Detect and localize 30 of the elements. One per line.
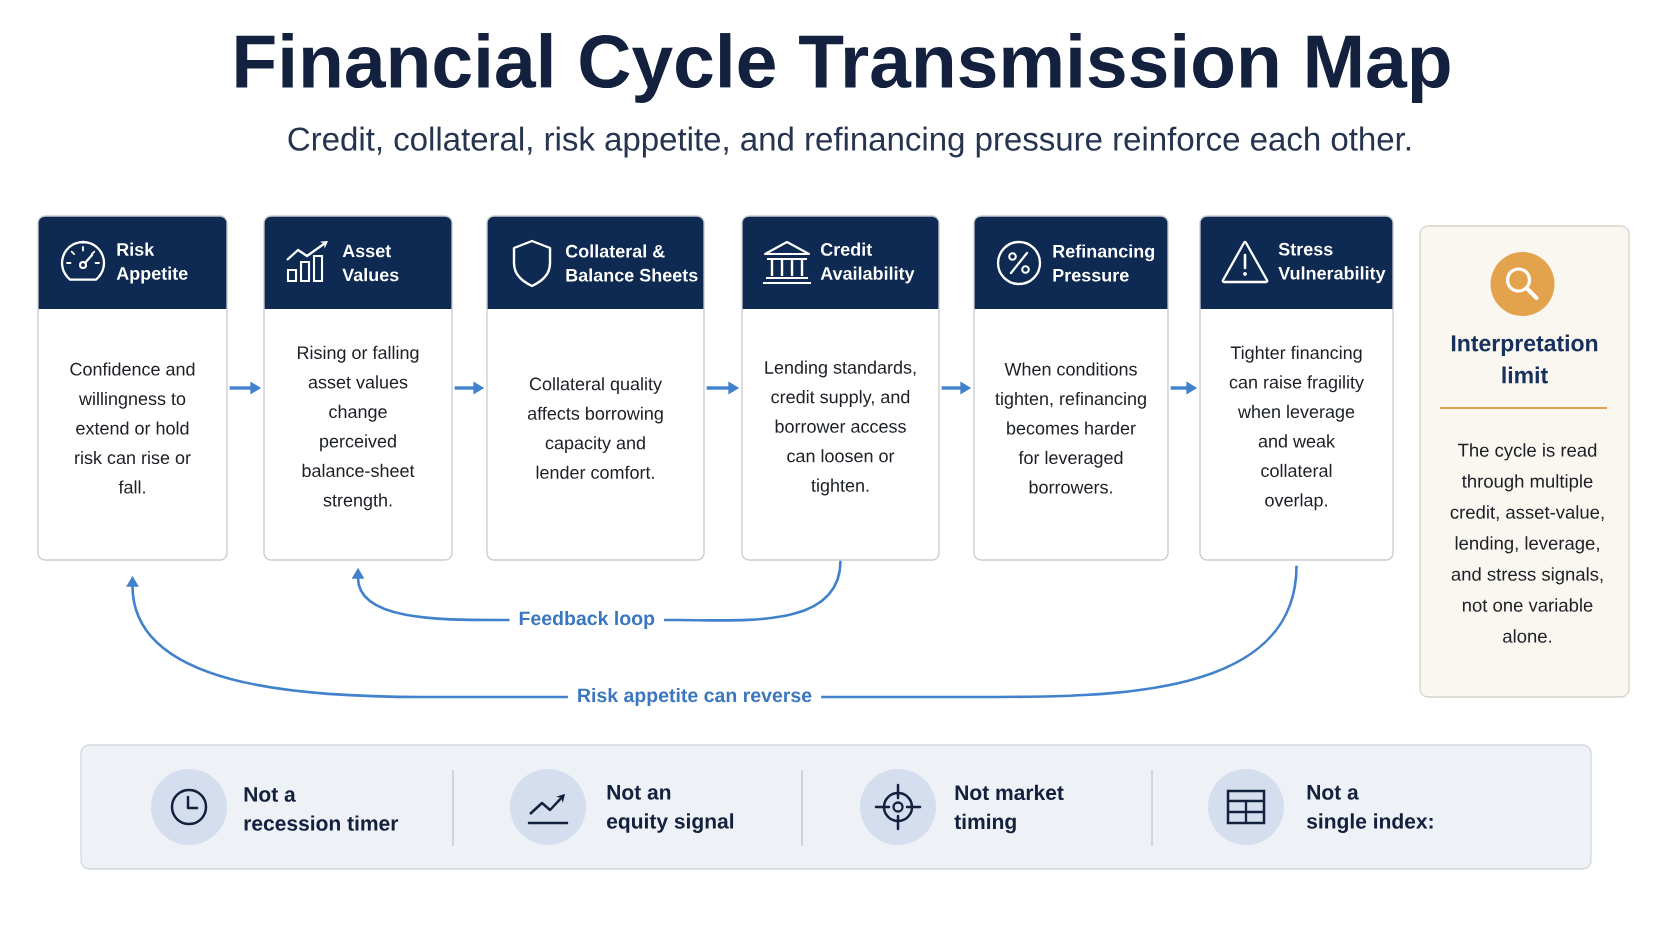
subtitle: Credit, collateral, risk appetite, and refinancing pressure reinforce each other.: [288, 126, 1410, 158]
panel-heading: Interpretation limit: [1451, 334, 1598, 384]
edge-label: Risk appetite can reverse: [567, 683, 822, 711]
card-text: Rising or falling asset values change perceived balance-sheet strength.: [297, 345, 419, 511]
card-text: Confidence and willingness to extend or hold risk can rise or fall.: [70, 362, 195, 494]
card-text: Collateral quality affects borrowing capacity and lender comfort.: [527, 377, 663, 479]
info-card: [486, 215, 705, 561]
note-text: Not a single index:: [1306, 785, 1433, 833]
info-card: [973, 215, 1169, 561]
info-card: [37, 215, 228, 561]
card-text: Tighter financing can raise fragility when leverage and weak collateral overlap.: [1229, 345, 1364, 511]
card-heading: Refinancing Pressure: [1053, 244, 1154, 282]
card-heading: Credit Availability: [820, 242, 915, 284]
note-text: Not an equity signal: [607, 785, 734, 833]
title: Financial Cycle Transmission Map: [236, 33, 1450, 103]
info-card: [1199, 215, 1394, 561]
info-card: [741, 215, 940, 561]
info-card: [263, 215, 453, 561]
card-heading: Collateral & Balance Sheets: [565, 244, 698, 282]
note-panel: [1419, 225, 1630, 698]
card-heading: Stress Vulnerability: [1278, 242, 1386, 284]
note-text: Not a recession timer: [244, 787, 399, 831]
card-text: When conditions tighten, refinancing becomes harder for leveraged borrowers.: [995, 362, 1146, 494]
panel-text: The cycle is read through multiple credit, asset-value, lending, leverage, and stress signals, not one variable alone.: [1450, 443, 1604, 643]
card-text: Lending standards, credit supply, and borrower access can loosen or tighten.: [765, 360, 916, 496]
edge-label: Feedback loop: [509, 606, 665, 634]
card-heading: Risk Appetite: [116, 242, 188, 284]
note-text: Not market timing: [954, 784, 1064, 834]
note-band: [80, 744, 1592, 870]
card-heading: Asset Values: [342, 244, 399, 282]
